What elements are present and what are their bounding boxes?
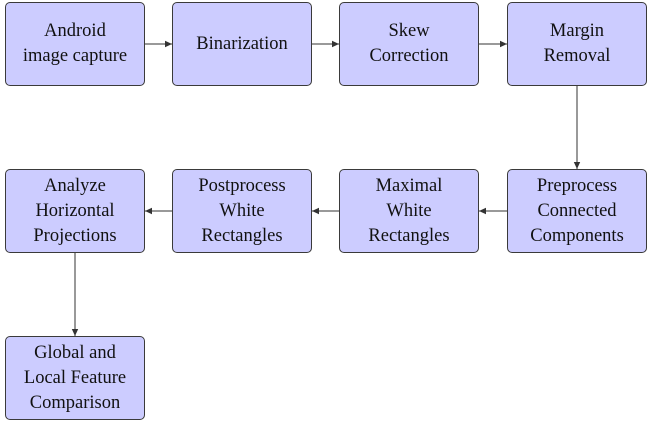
node-postprocess-white-rectangles: Postprocess White Rectangles	[172, 169, 312, 253]
node-label: Global and Local Feature Comparison	[23, 342, 127, 413]
node-android-image-capture: Android image capture	[5, 2, 145, 86]
node-label: Postprocess White Rectangles	[198, 175, 286, 246]
node-skew-correction: Skew Correction	[339, 2, 479, 86]
node-global-local-feature-comparison: Global and Local Feature Comparison	[5, 336, 145, 420]
node-label: Margin Removal	[543, 21, 611, 66]
node-binarization: Binarization	[172, 2, 312, 86]
node-label: Binarization	[196, 33, 288, 54]
node-label: Preprocess Connected Components	[530, 175, 624, 246]
node-margin-removal: Margin Removal	[507, 2, 647, 86]
node-label: Maximal White Rectangles	[368, 175, 450, 246]
node-label: Skew Correction	[369, 21, 449, 66]
node-preprocess-connected-components: Preprocess Connected Components	[507, 169, 647, 253]
node-label: Android image capture	[22, 21, 128, 66]
node-analyze-horizontal-projections: Analyze Horizontal Projections	[5, 169, 145, 253]
node-label: Analyze Horizontal Projections	[33, 175, 117, 246]
node-maximal-white-rectangles: Maximal White Rectangles	[339, 169, 479, 253]
